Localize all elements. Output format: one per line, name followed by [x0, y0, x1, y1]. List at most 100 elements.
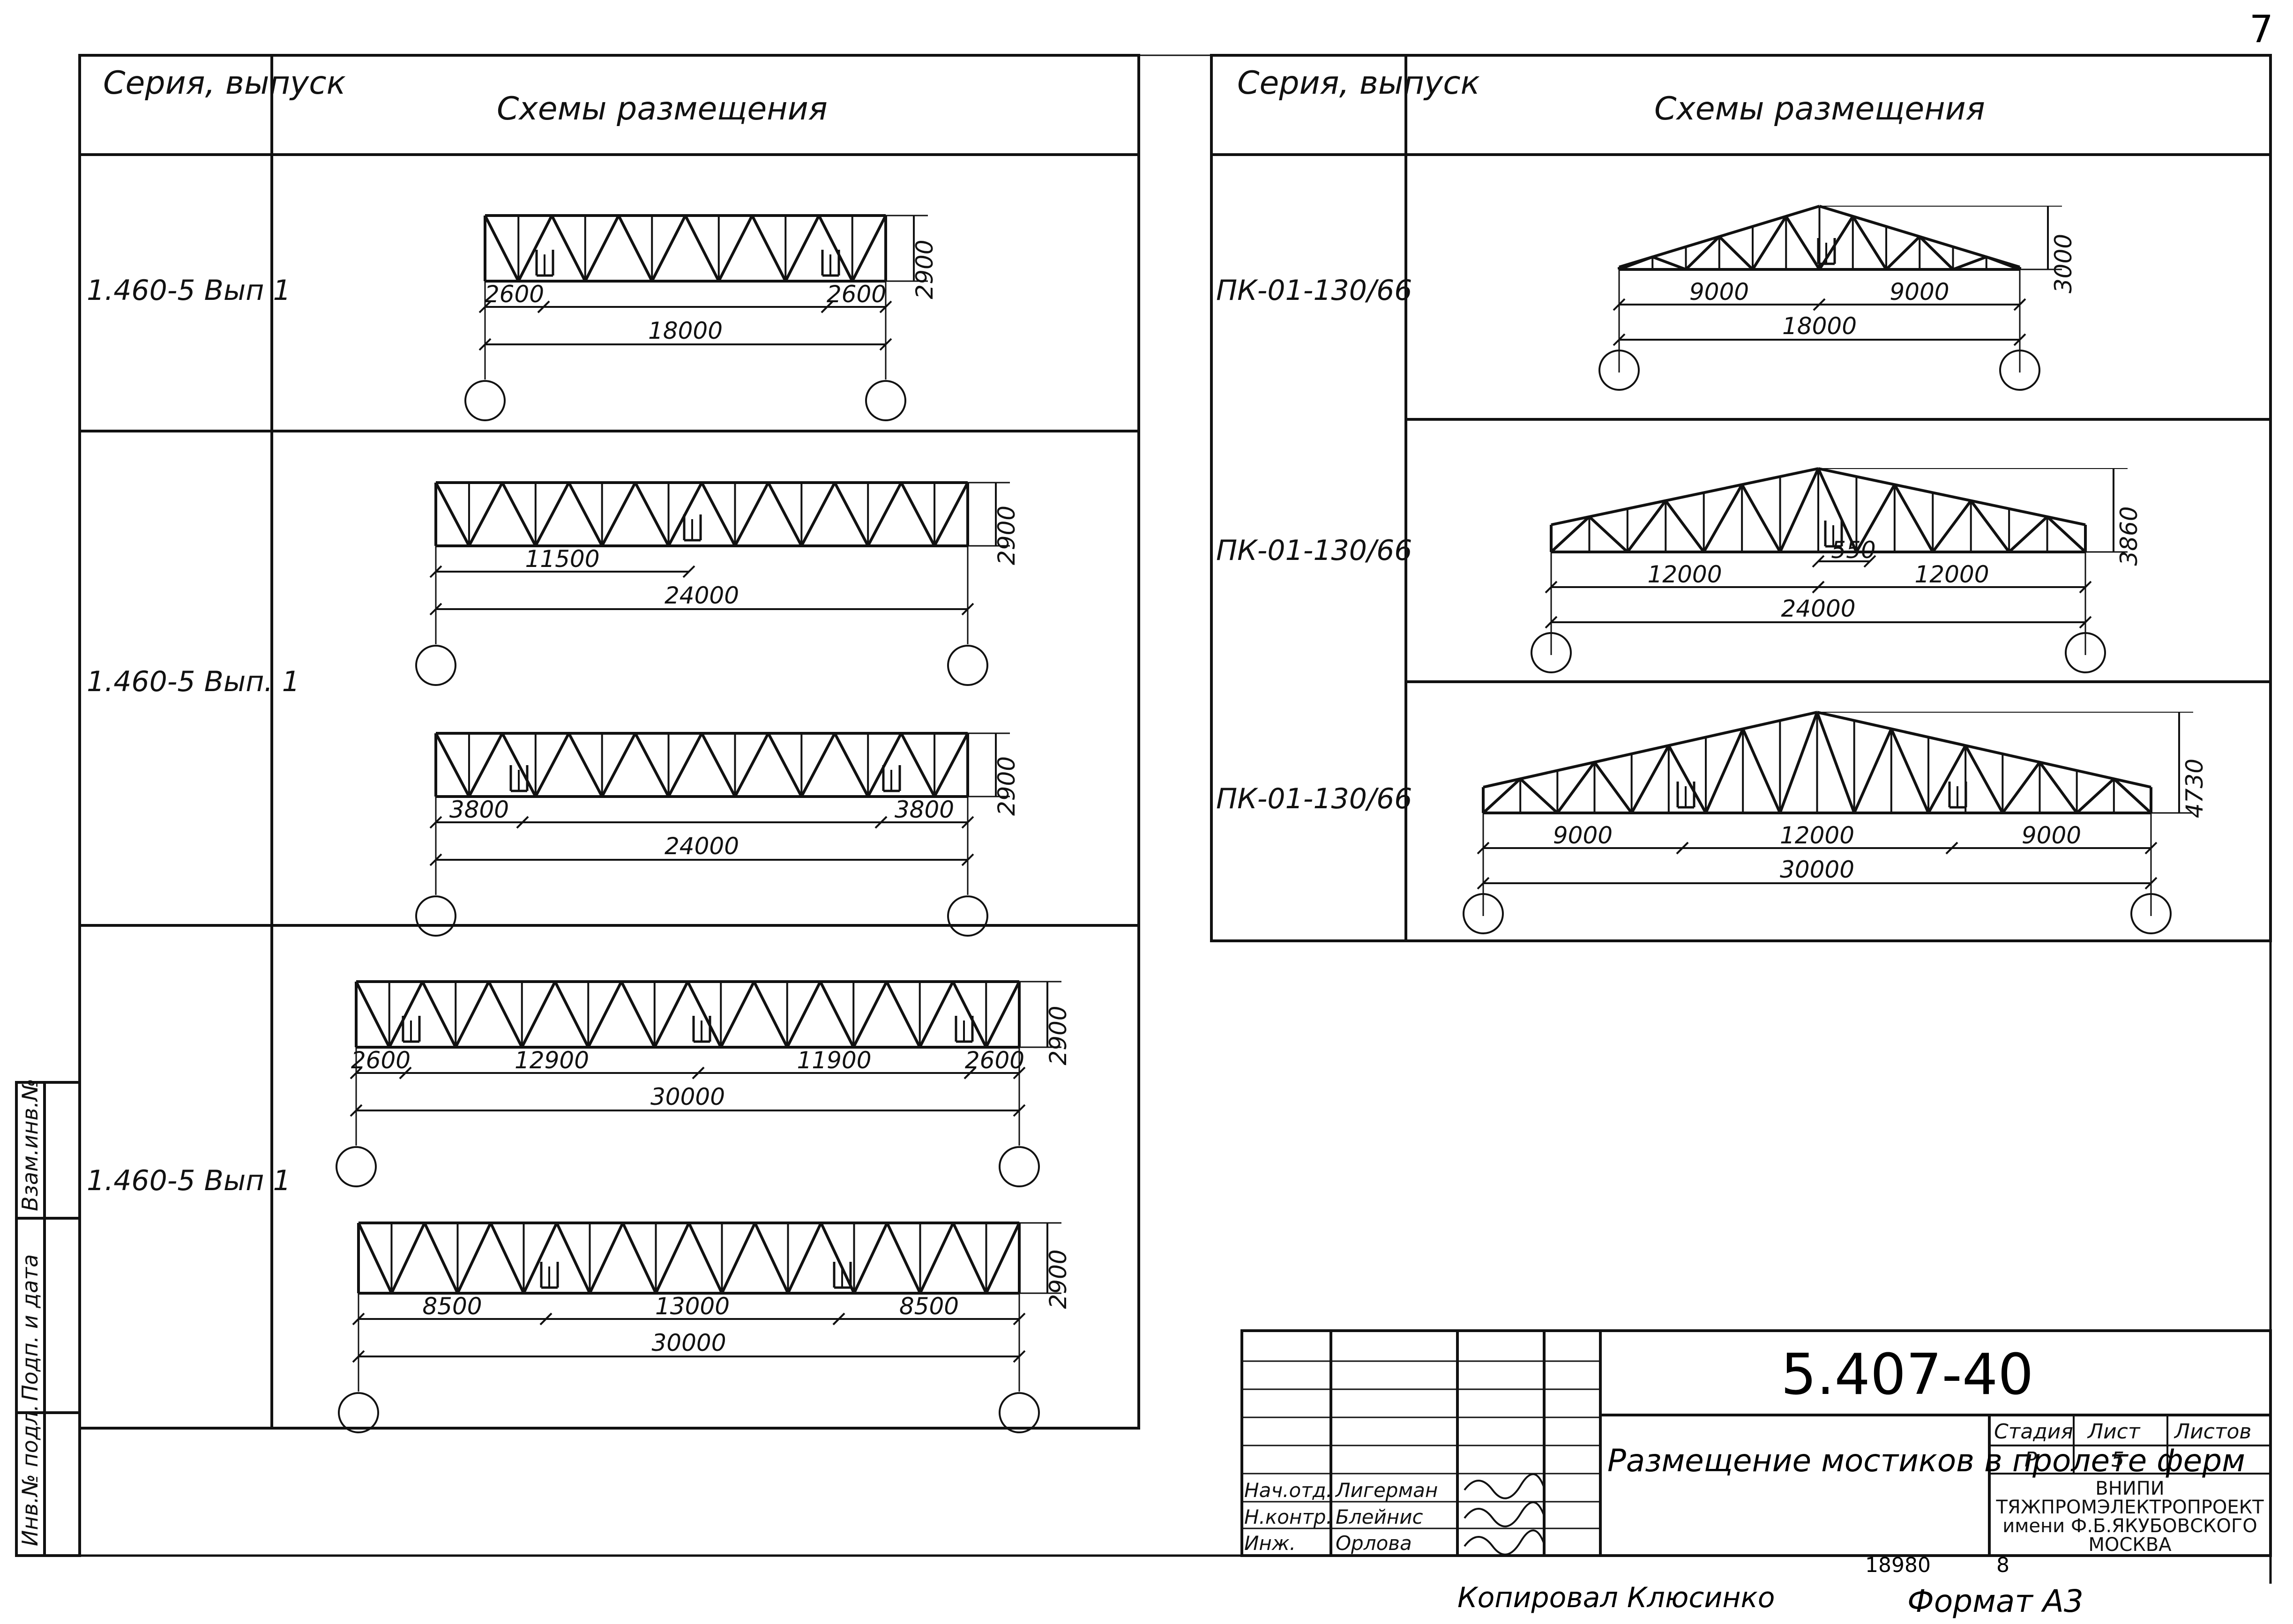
dimension-tick: [961, 853, 974, 866]
dimension-tick: [1613, 333, 1626, 346]
stage-label: Стадия: [1994, 1420, 2073, 1444]
left-row-1-series: 1.460-5 Вып 1: [87, 274, 291, 307]
drawing-title-line-1: Размещение мостиков в пролете ферм: [1607, 1443, 2245, 1479]
side-stamp-sign: Подп. и дата: [17, 1254, 43, 1401]
truss-member: [1964, 745, 2004, 814]
truss-member: [1927, 745, 1967, 814]
truss-member: [620, 981, 656, 1048]
truss-member: [601, 482, 637, 547]
dimension-label: 3800: [895, 796, 954, 823]
truss-member: [434, 482, 471, 547]
truss-member: [820, 1222, 856, 1294]
dimension-tick: [2079, 616, 2092, 629]
signer-3-role: Инж.: [1244, 1532, 1296, 1555]
truss-member: [852, 1222, 889, 1294]
dimension-tick: [2144, 842, 2158, 855]
truss-member: [534, 482, 570, 547]
dimension-label: 12000: [1780, 822, 1854, 849]
truss-member: [1588, 515, 1628, 553]
truss-member: [1778, 468, 1820, 553]
truss-member: [2008, 515, 2048, 553]
truss-member: [1855, 484, 1896, 553]
truss-member: [634, 482, 670, 547]
truss-member: [1893, 484, 1934, 553]
support-axis-circle: [2130, 893, 2172, 934]
sheet-number: 7: [2249, 7, 2273, 51]
span-label: 30000: [651, 1329, 726, 1356]
support-axis-circle: [1999, 350, 2040, 391]
truss-member: [2039, 761, 2078, 814]
support-axis-circle: [415, 645, 456, 686]
signer-3-name: Орлова: [1336, 1532, 1412, 1555]
right-row-3-series: ПК-01-130/66: [1216, 782, 1412, 815]
truss-member: [2076, 778, 2115, 814]
height-label: 2900: [911, 239, 938, 299]
dimension-tick: [537, 300, 550, 313]
truss-member: [933, 732, 969, 797]
truss-member: [852, 981, 888, 1048]
side-stamp: [15, 1081, 81, 1557]
dimension-tick: [1863, 555, 1876, 568]
right-col-schemes-header: Схемы размещения: [1654, 90, 1985, 127]
dimension-label: 12900: [515, 1047, 589, 1074]
truss-member: [784, 215, 821, 282]
dimension-label: 12000: [1914, 561, 1989, 588]
truss-member: [1817, 468, 1858, 553]
support-axis-circle: [865, 380, 906, 421]
truss-member: [1785, 216, 1821, 270]
truss-member: [786, 981, 822, 1048]
truss-member: [1664, 499, 1705, 553]
truss-member: [866, 482, 903, 547]
truss-member: [667, 482, 703, 547]
truss-member: [1970, 499, 2010, 553]
span-label: 24000: [1781, 595, 1855, 622]
truss-member: [1652, 255, 1687, 271]
truss-member: [1741, 728, 1782, 814]
dimension-tick: [961, 816, 974, 829]
height-label: 3000: [2050, 234, 2077, 293]
truss-member: [684, 215, 720, 282]
dimension-tick: [692, 1066, 705, 1080]
doc-code: 5.407-40: [1781, 1342, 2034, 1408]
truss-member: [886, 1222, 922, 1294]
dimension-label: 11900: [797, 1047, 871, 1074]
truss-member: [653, 981, 689, 1048]
dimension-label: 2600: [827, 281, 886, 308]
truss-member: [484, 215, 520, 282]
truss-member: [733, 732, 770, 797]
truss-member: [900, 732, 936, 797]
sheets-label: Листов: [2173, 1420, 2251, 1444]
signer-1-name: Лигерман: [1335, 1479, 1438, 1502]
dimension-label: 2600: [351, 1047, 411, 1074]
dimension-tick: [832, 1312, 845, 1326]
dimension-tick: [2013, 298, 2026, 311]
left-col-series-header: Серия, выпуск: [103, 65, 346, 102]
support-axis-circle: [464, 380, 506, 421]
truss-member: [468, 732, 504, 797]
span-label: 24000: [665, 582, 739, 609]
dimension-tick: [874, 816, 888, 829]
truss-member: [800, 732, 836, 797]
truss-member: [1778, 711, 1819, 814]
support-axis-circle: [947, 645, 988, 686]
truss-member: [933, 482, 969, 547]
dimension-tick: [1013, 1350, 1026, 1363]
dimension-tick: [1812, 555, 1825, 568]
truss-member: [1626, 499, 1667, 553]
dimension-tick: [1013, 1312, 1026, 1326]
dimension-label: 11500: [525, 545, 599, 573]
dimension-tick: [2013, 333, 2026, 346]
support-axis-circle: [415, 895, 456, 937]
truss-member: [833, 732, 869, 797]
truss-member: [719, 981, 755, 1048]
dimension-label: 2600: [965, 1047, 1024, 1074]
sheet-label: Лист: [2087, 1420, 2141, 1444]
truss-member: [654, 1222, 690, 1294]
truss-member: [423, 1222, 459, 1294]
dimension-tick: [399, 1066, 412, 1080]
dimension-tick: [478, 300, 492, 313]
truss-member: [2113, 778, 2152, 814]
truss-member: [851, 215, 887, 282]
truss-member: [568, 482, 604, 547]
